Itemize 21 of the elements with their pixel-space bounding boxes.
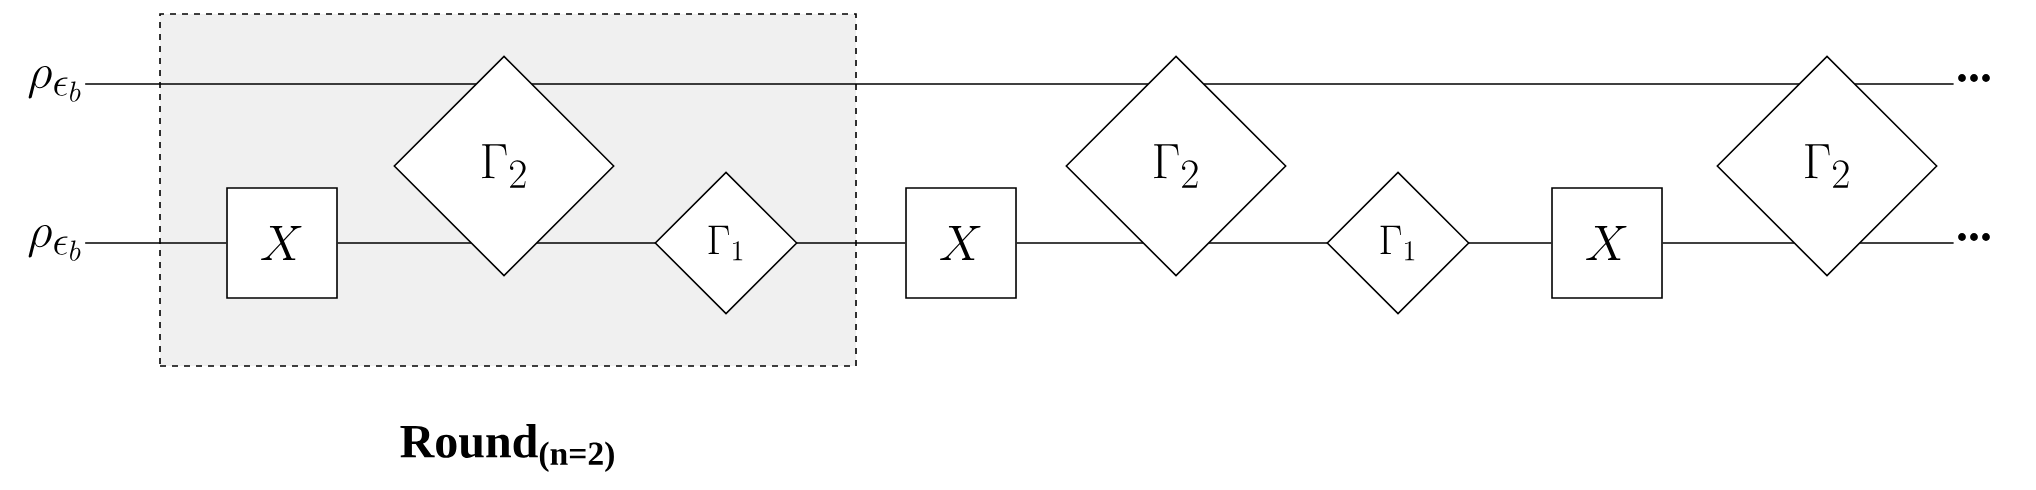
wire — [531, 83, 1149, 85]
wire — [337, 242, 472, 244]
gate-box: $X$ — [905, 187, 1017, 299]
state-label: $\rho_{\epsilon_b}$ — [28, 65, 81, 102]
wire — [84, 242, 227, 244]
wire — [1854, 83, 1955, 85]
wire — [536, 242, 656, 244]
state-label: $\rho_{\epsilon_b}$ — [28, 224, 81, 261]
ellipsis: ... — [1958, 74, 1990, 82]
gate-box: $X$ — [1551, 187, 1663, 299]
wire — [84, 83, 477, 85]
ellipsis: ... — [1958, 233, 1990, 241]
wire — [796, 242, 906, 244]
wire — [1208, 242, 1328, 244]
wire — [1468, 242, 1552, 244]
gate-box: $X$ — [226, 187, 338, 299]
wire — [1203, 83, 1800, 85]
round-label: Round$_{(n=2)}$ — [400, 424, 614, 472]
wire — [1662, 242, 1795, 244]
wire — [1859, 242, 1955, 244]
wire — [1016, 242, 1144, 244]
